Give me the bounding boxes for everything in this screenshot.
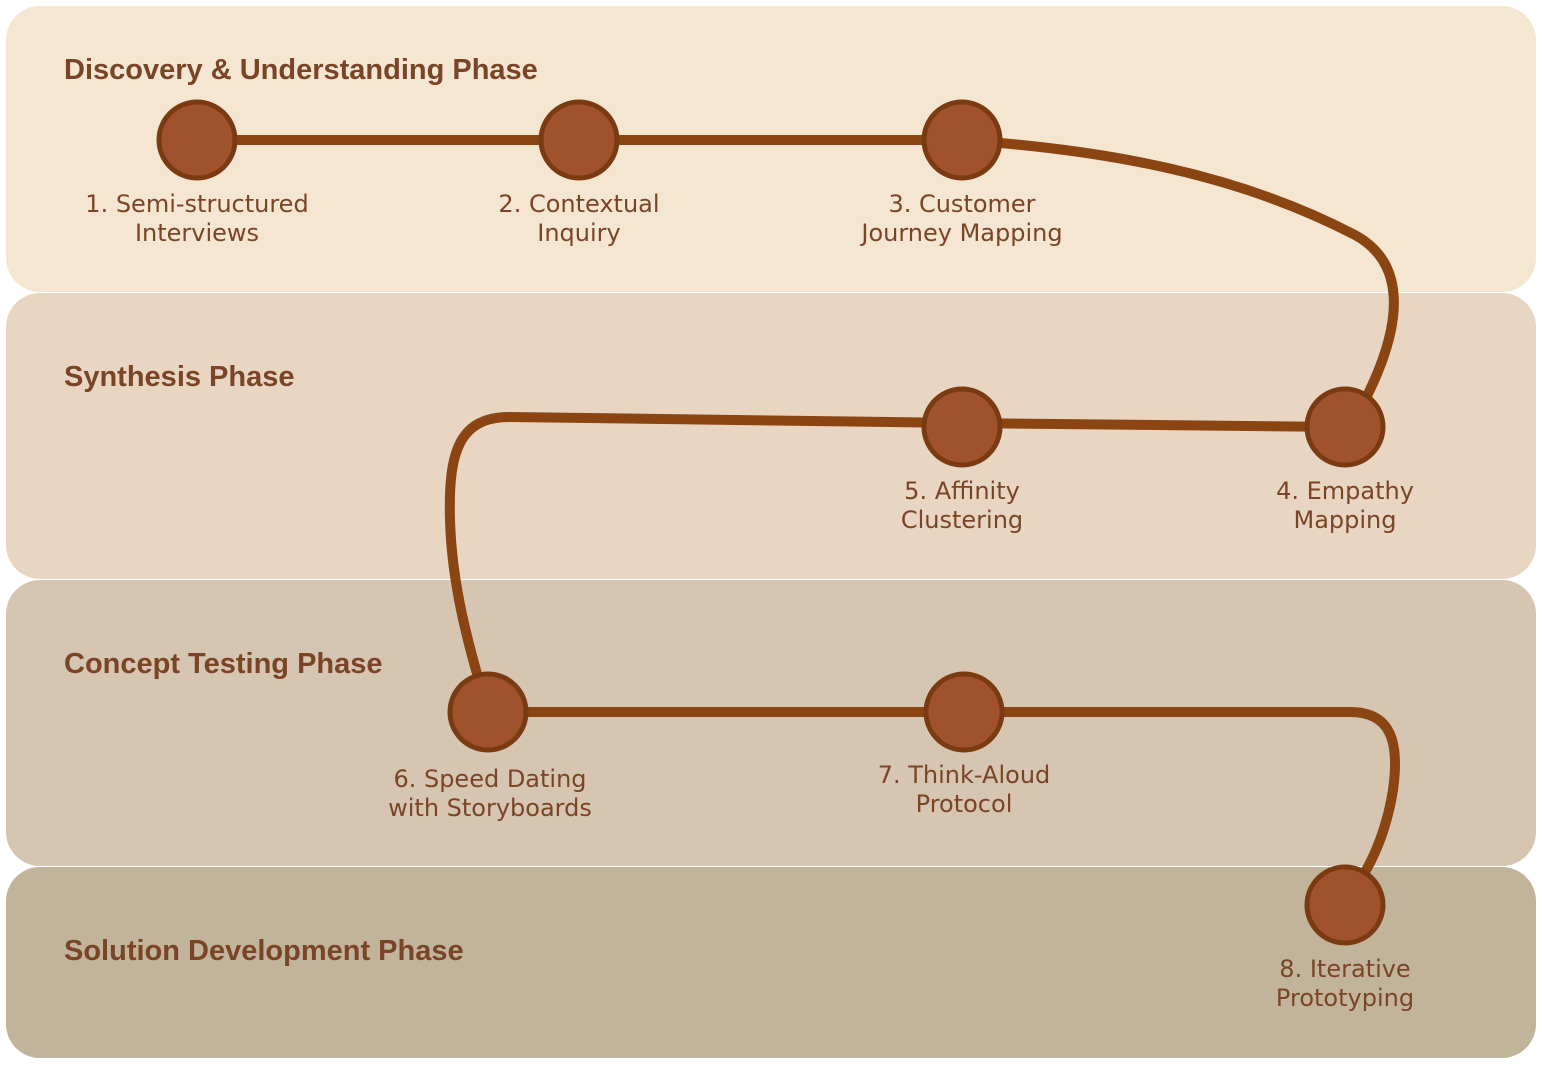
step-label-line: Mapping [1293, 506, 1397, 534]
step-node-8 [1304, 864, 1386, 946]
step-node-3 [921, 99, 1003, 181]
phase-title-solution-development: Solution Development Phase [64, 935, 464, 967]
step-label-empathy-mapping: 4. Empathy Mapping [1185, 477, 1505, 535]
step-label-speed-dating: 6. Speed Dating with Storyboards [330, 765, 650, 823]
step-label-line: Journey Mapping [861, 219, 1063, 247]
step-node-5 [921, 386, 1003, 468]
step-label-line: 3. Customer [888, 190, 1036, 218]
step-label-iterative-prototyping: 8. Iterative Prototyping [1185, 955, 1505, 1013]
phase-band-solution-development: Solution Development Phase [6, 867, 1536, 1058]
step-label-line: Clustering [900, 506, 1024, 534]
step-node-7 [923, 671, 1005, 753]
phase-title-synthesis: Synthesis Phase [64, 361, 295, 393]
step-node-1 [156, 99, 238, 181]
step-label-line: 2. Contextual [498, 190, 660, 218]
step-node-4 [1304, 386, 1386, 468]
step-label-customer-journey-mapping: 3. Customer Journey Mapping [802, 190, 1122, 248]
step-label-line: with Storyboards [388, 794, 592, 822]
step-node-6 [447, 671, 529, 753]
step-label-line: Inquiry [537, 219, 621, 247]
step-node-2 [538, 99, 620, 181]
phase-title-discovery: Discovery & Understanding Phase [64, 54, 538, 86]
step-label-think-aloud-protocol: 7. Think-Aloud Protocol [804, 761, 1124, 819]
phase-band-concept-testing: Concept Testing Phase [6, 580, 1536, 866]
step-label-line: Protocol [915, 790, 1013, 818]
step-label-line: 1. Semi-structured [85, 190, 309, 218]
step-label-contextual-inquiry: 2. Contextual Inquiry [419, 190, 739, 248]
step-label-line: 5. Affinity [904, 477, 1020, 505]
step-label-line: 7. Think-Aloud [877, 761, 1051, 789]
step-label-semi-structured-interviews: 1. Semi-structured Interviews [37, 190, 357, 248]
step-label-line: 4. Empathy [1276, 477, 1414, 505]
step-label-line: 8. Iterative [1279, 955, 1411, 983]
step-label-affinity-clustering: 5. Affinity Clustering [802, 477, 1122, 535]
phase-title-concept-testing: Concept Testing Phase [64, 648, 383, 680]
phase-band-discovery: Discovery & Understanding Phase [6, 6, 1536, 292]
step-label-line: 6. Speed Dating [393, 765, 587, 793]
step-label-line: Interviews [134, 219, 260, 247]
step-label-line: Prototyping [1275, 984, 1415, 1012]
phase-band-synthesis: Synthesis Phase [6, 293, 1536, 579]
